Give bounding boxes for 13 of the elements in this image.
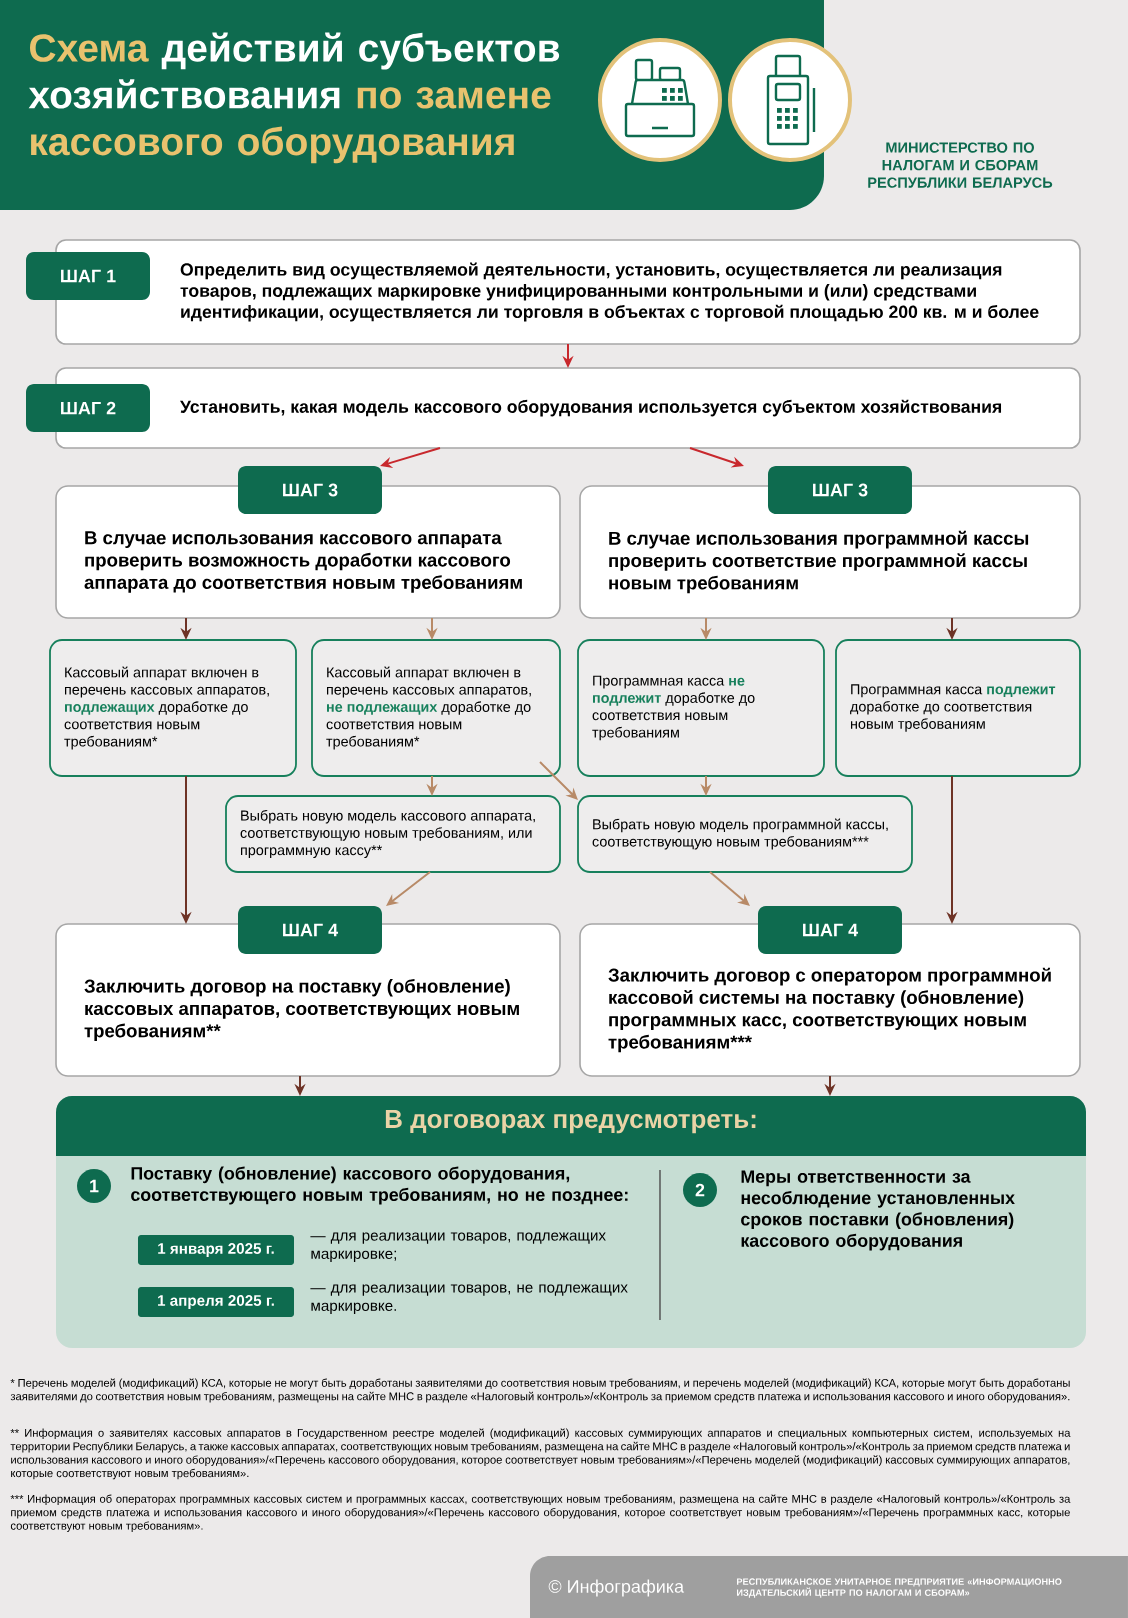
arrow	[386, 871, 431, 906]
title: Схема действий субъектов хозяйствования по замене кассового оборудования	[28, 32, 560, 164]
item-text: Меры ответственности за несоблюдение установленных сроков поставки (обновления) кассового оборудования	[741, 1170, 1015, 1251]
section-label: © Инфографика	[548, 1579, 685, 1597]
item-text: Поставку (обновление) кассового оборудования, соответствующего новым требованиям, но не позднее:	[131, 1166, 628, 1205]
step-tab: ШАГ 3	[768, 466, 912, 514]
step-tab: ШАГ 3	[238, 466, 382, 514]
arrow	[709, 871, 750, 906]
step-tab: ШАГ 4	[238, 906, 382, 954]
arrow	[539, 761, 578, 800]
step-tab: ШАГ 2	[26, 384, 150, 432]
step-tab: ШАГ 4	[758, 906, 902, 954]
step-tab: ШАГ 1	[26, 252, 150, 300]
